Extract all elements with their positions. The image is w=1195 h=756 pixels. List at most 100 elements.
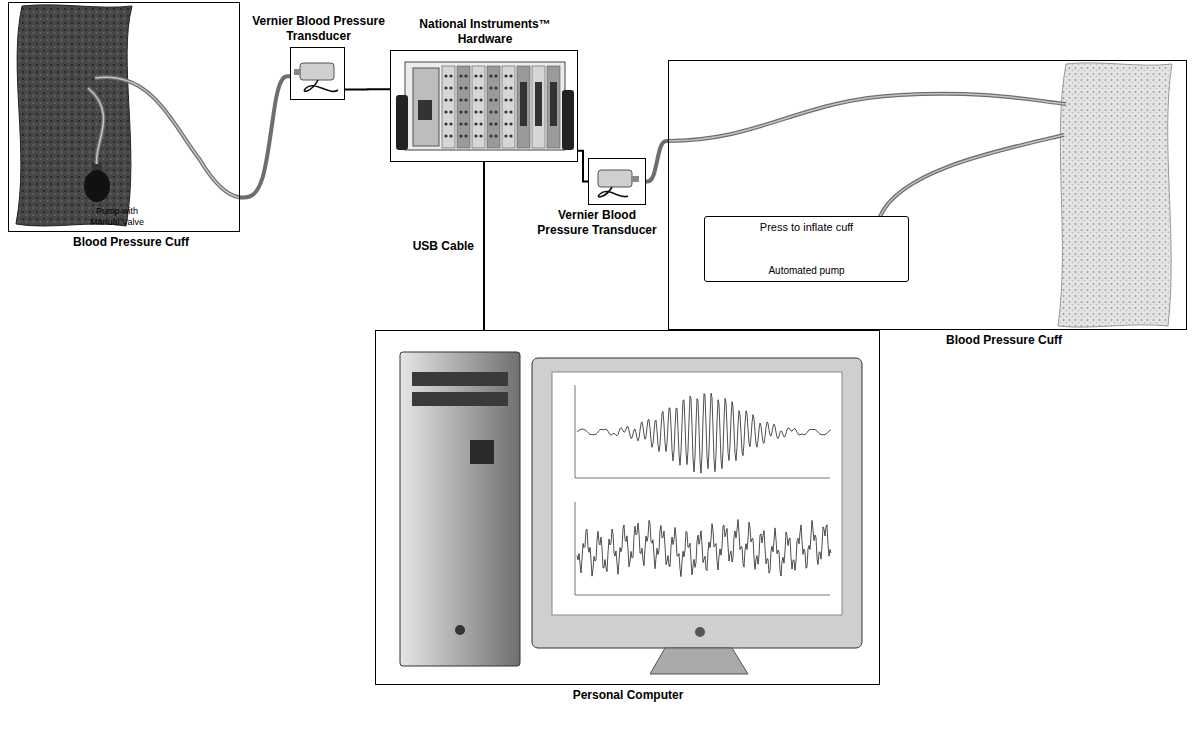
chassis-handle bbox=[562, 90, 574, 150]
terminal bbox=[509, 134, 512, 137]
panel-heading: Vernier Blood Pressure Transducer bbox=[529, 208, 665, 238]
pressure-signal bbox=[577, 393, 831, 473]
terminal bbox=[504, 86, 507, 89]
cuff-panel: Blood Pressure Cuff bbox=[8, 2, 240, 232]
pump-hose bbox=[88, 88, 104, 166]
monitor-button bbox=[695, 627, 705, 637]
chassis bbox=[405, 62, 565, 150]
terminal bbox=[509, 86, 512, 89]
left-cuff bbox=[16, 5, 240, 226]
transducer-body bbox=[598, 170, 632, 187]
terminal bbox=[474, 98, 477, 101]
terminal bbox=[504, 134, 507, 137]
button-instruction: Press to inflate cuff bbox=[713, 221, 900, 235]
manual-valve bbox=[92, 164, 102, 171]
cuff-panel: Blood Pressure CuffPress to inflate cuff… bbox=[668, 60, 1187, 330]
panel-heading: Blood Pressure Cuff bbox=[31, 235, 231, 250]
computer-panel: Personal Computer bbox=[375, 330, 880, 685]
tube bbox=[668, 94, 1066, 141]
io-module bbox=[472, 66, 485, 148]
terminal bbox=[464, 98, 467, 101]
screen-plots bbox=[575, 385, 831, 595]
tube bbox=[668, 94, 1066, 141]
terminal bbox=[474, 134, 477, 137]
io-module bbox=[517, 66, 530, 148]
terminal bbox=[449, 110, 452, 113]
power-button bbox=[455, 625, 465, 635]
terminal bbox=[459, 122, 462, 125]
module-connector bbox=[535, 82, 542, 126]
signal-cable bbox=[345, 88, 390, 90]
screen bbox=[552, 372, 842, 615]
left-transducer bbox=[294, 63, 338, 91]
terminal bbox=[444, 86, 447, 89]
terminal bbox=[489, 134, 492, 137]
controller-port bbox=[418, 100, 432, 120]
terminal bbox=[474, 74, 477, 77]
terminal bbox=[504, 110, 507, 113]
terminal bbox=[509, 74, 512, 77]
terminal bbox=[444, 110, 447, 113]
drive-bay bbox=[412, 392, 508, 406]
terminal bbox=[494, 110, 497, 113]
terminal bbox=[479, 110, 482, 113]
terminal bbox=[459, 110, 462, 113]
terminal bbox=[479, 86, 482, 89]
button-space bbox=[713, 235, 900, 265]
terminal bbox=[474, 86, 477, 89]
terminal bbox=[489, 98, 492, 101]
panel-heading: Blood Pressure Cuff bbox=[904, 333, 1104, 348]
daq-hardware-box: National Instruments™ Hardware bbox=[390, 50, 578, 162]
terminal bbox=[489, 110, 492, 113]
computer bbox=[400, 352, 862, 674]
io-module bbox=[502, 66, 515, 148]
monitor-stand bbox=[650, 648, 748, 674]
tube bbox=[95, 77, 240, 197]
usb-cable bbox=[483, 162, 485, 330]
terminal bbox=[444, 74, 447, 77]
panel-heading: National Instruments™ Hardware bbox=[400, 17, 570, 47]
terminal bbox=[449, 98, 452, 101]
tower-panel bbox=[470, 440, 494, 464]
right-transducer bbox=[598, 170, 639, 197]
controller bbox=[413, 68, 439, 146]
air-tube bbox=[240, 76, 290, 197]
terminal bbox=[464, 122, 467, 125]
terminal bbox=[449, 74, 452, 77]
terminal bbox=[479, 98, 482, 101]
chassis-handle bbox=[396, 95, 408, 150]
part-label: Pump with Manual Valve bbox=[84, 206, 150, 228]
terminal bbox=[509, 98, 512, 101]
transducer-port bbox=[631, 176, 639, 182]
tower bbox=[400, 352, 520, 666]
cuff-band bbox=[1058, 63, 1172, 327]
pump-hose bbox=[88, 88, 104, 166]
terminal bbox=[464, 74, 467, 77]
io-module bbox=[457, 66, 470, 148]
pressure-signal bbox=[577, 520, 831, 577]
signal-cable bbox=[578, 151, 588, 182]
terminal bbox=[504, 122, 507, 125]
terminal bbox=[494, 74, 497, 77]
terminal bbox=[494, 122, 497, 125]
terminal bbox=[494, 86, 497, 89]
plot-axis bbox=[575, 595, 830, 596]
plot-axis bbox=[575, 502, 576, 595]
terminal bbox=[494, 98, 497, 101]
plot-axis bbox=[575, 385, 576, 478]
module-connector bbox=[520, 82, 527, 126]
terminal bbox=[474, 122, 477, 125]
panel-heading: Vernier Blood Pressure Transducer bbox=[244, 14, 394, 44]
transducer-cable bbox=[598, 187, 628, 197]
terminal bbox=[464, 134, 467, 137]
transducer-box: Vernier Blood Pressure Transducer bbox=[290, 47, 345, 100]
terminal bbox=[459, 98, 462, 101]
terminal bbox=[464, 86, 467, 89]
panel-heading: Personal Computer bbox=[528, 688, 728, 703]
module-connector bbox=[550, 82, 557, 126]
pump-hose bbox=[880, 135, 1064, 217]
terminal bbox=[489, 86, 492, 89]
cable-label: USB Cable bbox=[411, 239, 476, 253]
